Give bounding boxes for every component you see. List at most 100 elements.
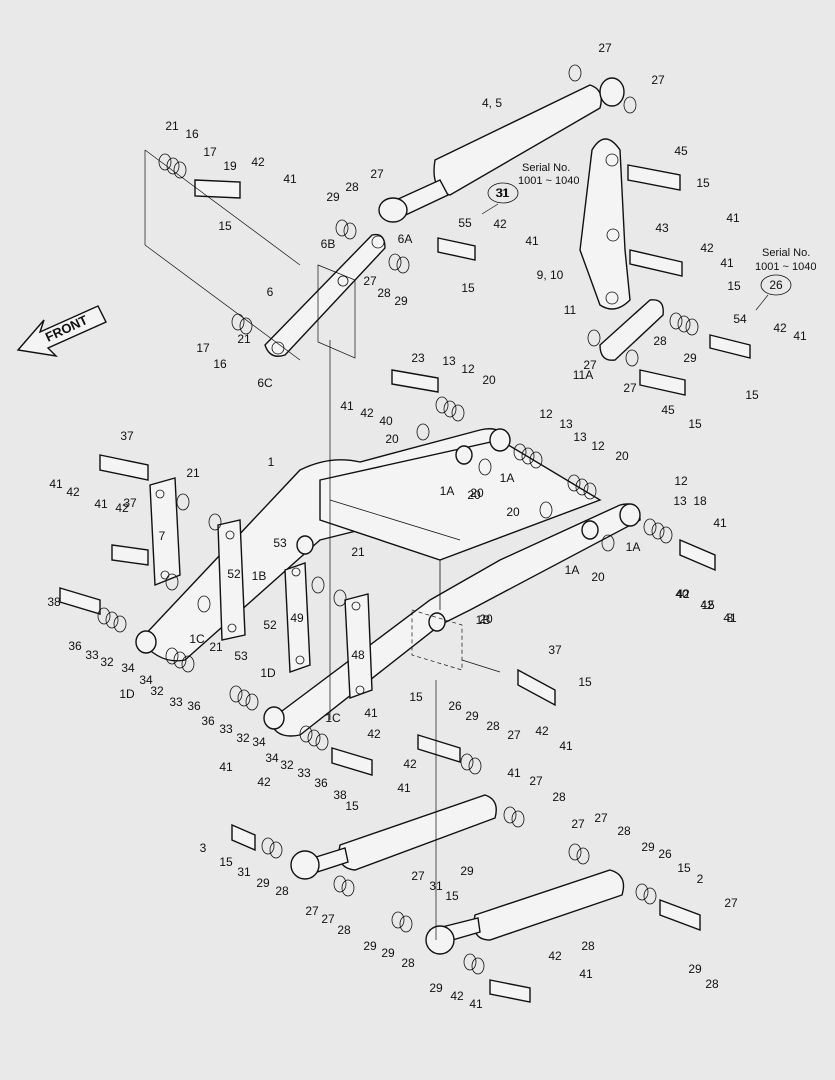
callout-label: 26 <box>658 847 672 861</box>
callout-label: 54 <box>733 312 747 326</box>
serial-note-top-line2: 1001 ~ 1040 <box>518 175 579 187</box>
cylinder-2 <box>425 869 625 955</box>
callout-label: 42 <box>66 485 80 499</box>
callout-label: 6C <box>257 376 273 390</box>
callout-label: 28 <box>617 824 631 838</box>
callout-label: 34 <box>139 673 153 687</box>
callout-label: 28 <box>275 884 289 898</box>
callout-label: 16 <box>185 127 199 141</box>
callout-label: 28 <box>552 790 566 804</box>
callout-label: 20 <box>482 373 496 387</box>
cylinder-3 <box>290 794 497 880</box>
callout-label: 36 <box>314 776 328 790</box>
callout-label: 41 <box>364 706 378 720</box>
callout-label: 15 <box>345 799 359 813</box>
callout-label: 41 <box>559 739 573 753</box>
link-6 <box>264 233 386 357</box>
callout-label: 52 <box>263 618 277 632</box>
callout-label: 27 <box>623 381 637 395</box>
callout-label: 32 <box>150 684 164 698</box>
callout-label: 21 <box>351 545 365 559</box>
callout-label: 52 <box>227 567 241 581</box>
callout-label: 42 <box>700 598 714 612</box>
callout-label: 49 <box>290 611 304 625</box>
callout-label: 17 <box>203 145 217 159</box>
callout-label: 15 <box>688 417 702 431</box>
callout-label: 15 <box>745 388 759 402</box>
link-11 <box>599 299 664 361</box>
callout-label: 1A <box>500 471 515 485</box>
callout-label: 27 <box>651 73 665 87</box>
callout-label: 45 <box>674 144 688 158</box>
callout-label: 15 <box>578 675 592 689</box>
circled-ref-31: 31 <box>496 186 510 200</box>
callout-label: 28 <box>486 719 500 733</box>
serial-ref-31: 31 Serial No. 1001 ~ 1040 <box>481 162 579 215</box>
callout-label: 42 <box>676 587 690 601</box>
callout-label: 20 <box>470 486 484 500</box>
callout-label: 38 <box>333 788 347 802</box>
callout-label: 1A <box>626 540 641 554</box>
callout-label: 20 <box>467 488 481 502</box>
callout-label: 41 <box>579 967 593 981</box>
callout-label: 27 <box>594 811 608 825</box>
callout-label: 42 <box>115 501 129 515</box>
callout-label: 20 <box>615 449 629 463</box>
callout-label: 42 <box>700 241 714 255</box>
callout-label: 2 <box>697 872 704 886</box>
callout-label: 21 <box>165 119 179 133</box>
callout-label: 27 <box>363 274 377 288</box>
callout-label: 18 <box>693 494 707 508</box>
callout-label: 29 <box>429 981 443 995</box>
callout-label: 1A <box>565 563 580 577</box>
callout-label: 15 <box>218 219 232 233</box>
callout-label: 33 <box>169 695 183 709</box>
callout-label: 27 <box>321 912 335 926</box>
callout-label: 33 <box>219 722 233 736</box>
callout-label: 31 <box>237 865 251 879</box>
callout-label: 42 <box>535 724 549 738</box>
callout-label: 29 <box>683 351 697 365</box>
callout-label: 1D <box>119 687 135 701</box>
washers <box>97 64 699 975</box>
callout-label: 6A <box>398 232 413 246</box>
callout-label: 8 <box>727 611 734 625</box>
serial-note-right-line2: 1001 ~ 1040 <box>755 261 816 273</box>
callout-label: 15 <box>677 861 691 875</box>
callout-label: 15 <box>727 279 741 293</box>
callout-label: 42 <box>367 727 381 741</box>
callout-label: 20 <box>479 612 493 626</box>
callout-label: 26 <box>448 699 462 713</box>
callout-label: 20 <box>385 432 399 446</box>
callout-label: 11 <box>564 303 577 317</box>
callout-label: 12 <box>674 474 688 488</box>
callout-label: 27 <box>571 817 585 831</box>
callout-label: 34 <box>265 751 279 765</box>
callout-label: 29 <box>641 840 655 854</box>
callout-label: 29 <box>394 294 408 308</box>
callout-label: 20 <box>506 505 520 519</box>
callout-label: 41 <box>219 760 233 774</box>
callout-label: 27 <box>583 358 597 372</box>
main-frame <box>135 428 641 737</box>
callout-label: 32 <box>280 758 294 772</box>
callout-label: 34 <box>121 661 135 675</box>
callout-label: 42 <box>360 406 374 420</box>
callout-label: 42 <box>450 989 464 1003</box>
callout-label: 32 <box>236 731 250 745</box>
callout-label: 20 <box>591 570 605 584</box>
callout-label: 43 <box>655 221 669 235</box>
callout-label: 33 <box>85 648 99 662</box>
callout-label: 21 <box>186 466 200 480</box>
callout-label: 41 <box>507 766 521 780</box>
callout-label: 13 <box>442 354 456 368</box>
callout-label: 27 <box>598 41 612 55</box>
callout-label: 9, 10 <box>537 268 564 282</box>
callout-label: 6 <box>267 285 274 299</box>
callout-label: 13 <box>673 494 687 508</box>
callout-label: 48 <box>351 648 365 662</box>
callout-label: 38 <box>47 595 61 609</box>
callout-label: 41 <box>525 234 539 248</box>
plates <box>149 477 373 699</box>
